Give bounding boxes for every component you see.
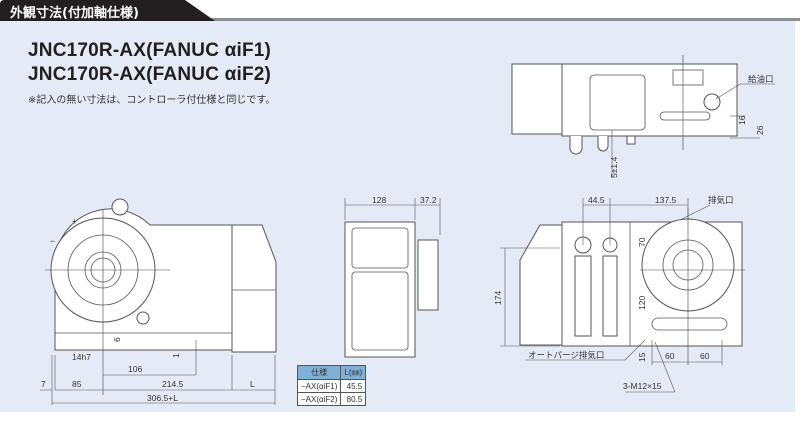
side-view: 128 37.2 [344, 195, 441, 358]
table-cell: −AX(αiF1) [296, 379, 342, 393]
dim-60a: 60 [665, 351, 675, 361]
top-view: 給油口 16 26 5±1.4 [511, 55, 775, 178]
front-view: 14h7 6 1 106 7 85 214.5 L 306.5+L + − [40, 198, 277, 405]
dim-120: 120 [637, 296, 647, 310]
dim-70: 70 [637, 237, 647, 247]
table-cell: −AX(αiF2) [296, 392, 342, 406]
dim-106: 106 [128, 364, 142, 374]
section-tab: 外観寸法(付加軸仕様) [0, 0, 215, 21]
tap-label: 3-M12×15 [623, 381, 662, 391]
table-header: 仕様 [296, 365, 342, 380]
dim-total: 306.5+L [147, 393, 178, 403]
dim-37-2: 37.2 [420, 195, 437, 205]
dim-L: L [250, 379, 255, 389]
table-row: −AX(αiF2)80.5 [296, 392, 367, 406]
dim-214-5: 214.5 [162, 379, 184, 389]
dim-1: 1 [171, 353, 181, 358]
dim-85: 85 [72, 379, 82, 389]
dim-174: 174 [493, 291, 503, 305]
motor-cover [231, 224, 277, 353]
table-header: L(㎜) [340, 365, 367, 380]
dim-26: 26 [755, 125, 765, 135]
dim-15: 15 [637, 352, 647, 362]
table-row: −AX(αiF1)45.5 [296, 379, 367, 393]
model-title-1: JNC170R-AX(FANUC αiF1) [28, 40, 272, 61]
table-cell: 45.5 [340, 379, 367, 393]
dim-44-5: 44.5 [588, 195, 605, 205]
top-motor [511, 63, 563, 135]
dim-16: 16 [737, 115, 747, 125]
oil-inlet-label: 給油口 [748, 74, 774, 84]
eye-bolt [111, 198, 129, 216]
note-text: ※記入の無い寸法は、コントローラ付仕様と同じです。 [28, 95, 276, 106]
table-cell: 80.5 [340, 392, 367, 406]
dim-128: 128 [372, 195, 386, 205]
exhaust-label: 排気口 [708, 195, 734, 205]
dim-6: 6 [112, 337, 122, 342]
dim-5: 5±1.4 [609, 157, 619, 178]
dim-137-5: 137.5 [655, 195, 677, 205]
model-title-2: JNC170R-AX(FANUC αiF2) [28, 64, 272, 85]
rot-plus: + [72, 216, 77, 226]
dim-7: 7 [41, 379, 46, 389]
rear-view: 44.5 137.5 排気口 70 120 174 15 60 60 オートパー… [493, 195, 745, 393]
side-body [344, 221, 416, 358]
dim-14h7: 14h7 [72, 352, 91, 362]
rot-minus: − [50, 236, 55, 246]
auto-purge-label: オートパージ排気口 [528, 350, 604, 360]
header-rule [0, 18, 800, 21]
section-title: 外観寸法(付加軸仕様) [10, 6, 139, 21]
dim-60b: 60 [700, 351, 710, 361]
